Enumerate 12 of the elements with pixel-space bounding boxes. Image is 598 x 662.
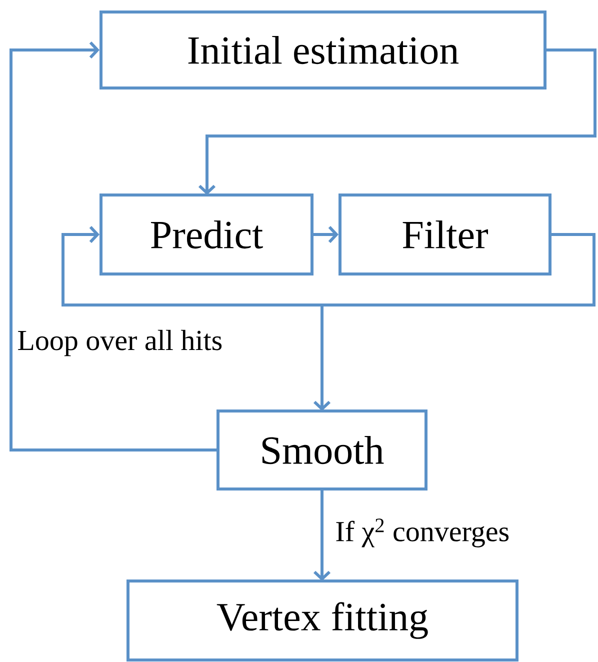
arrow: [314, 226, 338, 244]
arrow: [313, 233, 596, 411]
process-box: Smooth: [216, 410, 428, 490]
process-box: Filter: [338, 194, 552, 276]
process-box: Initial estimation: [100, 10, 546, 90]
edge-label: If χ$^{2}$ converges: [334, 518, 511, 548]
arrow: [10, 41, 216, 452]
process-box: Predict: [100, 194, 314, 276]
arrow: [313, 490, 331, 581]
process-box: Vertex fitting: [126, 580, 518, 662]
arrow: [198, 48, 596, 195]
edge-label: Loop over all hits: [16, 328, 224, 358]
